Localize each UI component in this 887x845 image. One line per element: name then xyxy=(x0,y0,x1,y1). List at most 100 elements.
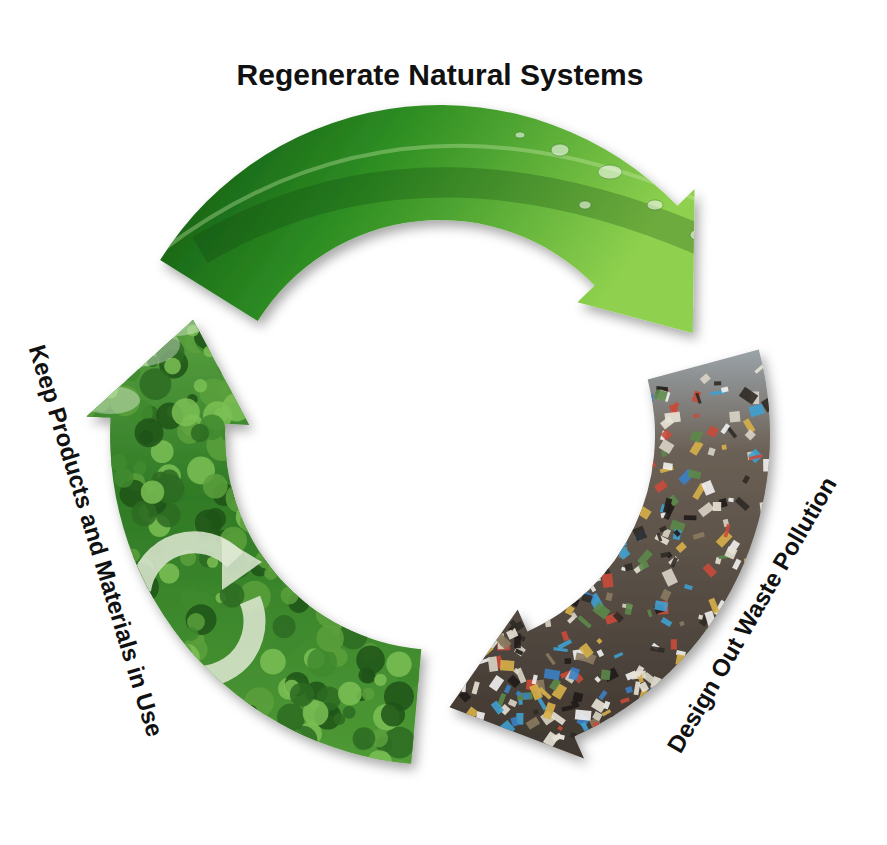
waste-item xyxy=(445,627,452,634)
waste-item xyxy=(647,402,653,407)
tree-crown xyxy=(144,284,167,307)
waste-item xyxy=(458,758,470,769)
tree-crown xyxy=(98,299,129,330)
waste-item xyxy=(598,690,607,700)
waste-item xyxy=(713,502,722,511)
waste-item xyxy=(684,584,693,590)
waste-item xyxy=(670,557,678,568)
waste-item xyxy=(641,415,655,430)
tree-crown xyxy=(316,600,344,628)
waste-item xyxy=(700,373,711,384)
waste-item xyxy=(770,359,778,368)
tree-crown xyxy=(173,644,200,671)
waste-item xyxy=(633,443,644,452)
waste-item xyxy=(575,709,592,720)
tree-crown xyxy=(184,627,198,641)
waste-item xyxy=(581,593,592,603)
waste-item xyxy=(591,698,607,713)
tree-crown xyxy=(127,549,140,562)
waste-item xyxy=(595,544,602,556)
recycle-arc xyxy=(140,542,235,590)
tree-crown xyxy=(123,364,141,382)
tree-crown xyxy=(223,701,239,717)
waste-item xyxy=(605,592,613,601)
waste-item xyxy=(515,649,524,656)
waste-item xyxy=(618,728,629,744)
waste-texture xyxy=(445,205,850,783)
stage-heading: Design Out Waste Pollution xyxy=(658,468,846,762)
waste-item xyxy=(485,635,499,649)
waste-item xyxy=(595,547,606,557)
water-drop xyxy=(515,132,525,138)
waste-item xyxy=(659,526,667,533)
waste-item xyxy=(778,424,786,434)
waste-item xyxy=(579,643,594,658)
waste-item xyxy=(630,459,636,467)
waste-item xyxy=(748,454,762,460)
waste-item xyxy=(508,734,513,742)
tree-crown xyxy=(260,649,286,675)
waste-item xyxy=(666,691,673,698)
waste-item xyxy=(684,515,697,520)
waste-item xyxy=(510,732,518,740)
tree-crown xyxy=(139,605,160,626)
waste-item xyxy=(742,475,750,484)
tree-crown xyxy=(104,318,121,335)
tree-crown xyxy=(133,461,147,475)
leaf-vein xyxy=(150,146,720,260)
waste-item xyxy=(594,541,600,546)
waste-item xyxy=(449,636,460,649)
waste-item xyxy=(568,596,580,607)
waste-item xyxy=(660,589,671,602)
waste-item xyxy=(475,753,491,771)
tree-crown xyxy=(306,758,322,774)
waste-item xyxy=(480,733,487,740)
waste-item xyxy=(577,615,591,628)
waste-item xyxy=(673,529,682,540)
mist xyxy=(140,304,210,336)
leaf-texture xyxy=(150,132,720,260)
tree-crown xyxy=(281,586,299,604)
waste-item xyxy=(630,491,638,500)
waste-item xyxy=(638,681,649,692)
waste-item xyxy=(661,429,673,441)
waste-item xyxy=(597,649,605,657)
waste-item xyxy=(613,611,624,622)
waste-item xyxy=(617,480,633,496)
waste-item xyxy=(647,698,656,709)
waste-item xyxy=(602,573,614,588)
waste-item xyxy=(716,531,733,548)
waste-item xyxy=(698,431,703,434)
waste-item xyxy=(549,678,561,691)
tree-crown xyxy=(240,487,268,515)
waste-item xyxy=(488,656,499,672)
waste-item xyxy=(459,624,469,635)
waste-item xyxy=(698,615,703,620)
waste-item xyxy=(748,449,763,464)
waste-item xyxy=(509,748,528,767)
tree-crown xyxy=(367,750,392,775)
waste-item xyxy=(479,616,494,631)
tree-crown xyxy=(172,398,200,426)
waste-item xyxy=(775,445,784,455)
waste-item xyxy=(596,638,602,644)
tree-crown xyxy=(219,357,235,373)
waste-item xyxy=(500,720,515,736)
tree-crown xyxy=(114,468,134,488)
waste-item xyxy=(517,737,533,752)
waste-item xyxy=(491,748,497,755)
waste-item xyxy=(732,559,741,570)
waste-item xyxy=(516,690,523,696)
waste-item xyxy=(544,669,561,681)
waste-item xyxy=(775,498,787,515)
waste-item xyxy=(537,754,544,761)
tree-crown xyxy=(362,688,375,701)
waste-item xyxy=(721,444,726,450)
tree-crown xyxy=(291,729,302,740)
tree-crown xyxy=(110,302,138,330)
waste-item xyxy=(625,389,640,403)
waste-item xyxy=(475,762,483,769)
waste-item xyxy=(476,734,482,741)
waste-item xyxy=(650,646,665,653)
tree-crown xyxy=(203,474,228,499)
